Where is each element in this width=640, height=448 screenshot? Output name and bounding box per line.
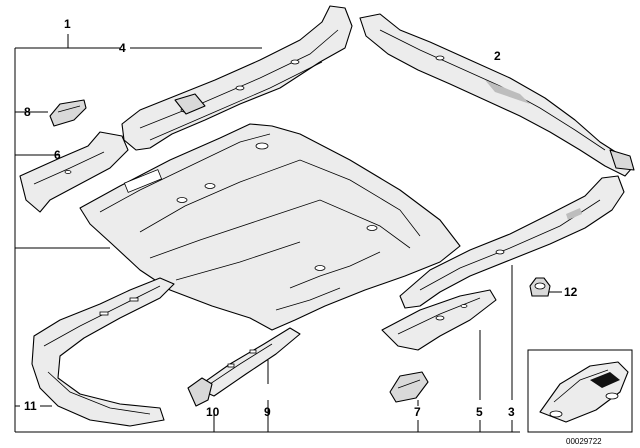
callout-6: 6 <box>54 148 61 162</box>
part-11-front-trim <box>31 277 175 427</box>
part-2-rear-cross-member <box>359 13 635 177</box>
callout-2: 2 <box>494 49 501 63</box>
part-8-bracket <box>49 99 87 127</box>
part-7-bracket <box>389 371 429 403</box>
part-10-bracket <box>187 377 213 407</box>
callout-5: 5 <box>476 405 483 419</box>
vehicle-location-inset <box>527 349 633 433</box>
callout-12: 12 <box>564 285 578 299</box>
part-5-bracket-plate <box>381 289 497 351</box>
callout-3: 3 <box>508 405 515 419</box>
callout-11: 11 <box>24 399 37 413</box>
callout-7: 7 <box>414 405 421 419</box>
part-9-reinforcement <box>195 327 301 397</box>
callout-4: 4 <box>119 41 126 55</box>
callout-9: 9 <box>264 405 271 419</box>
part-6-side-bracket <box>19 131 129 213</box>
callout-1: 1 <box>64 17 71 31</box>
part-12-grommet <box>529 277 551 297</box>
part-4-longitudinal-member-left <box>121 5 353 151</box>
diagram-code: 00029722 <box>566 437 602 446</box>
callout-10: 10 <box>206 405 220 419</box>
part-3-longitudinal-member-right <box>399 175 625 309</box>
callout-8: 8 <box>24 105 31 119</box>
